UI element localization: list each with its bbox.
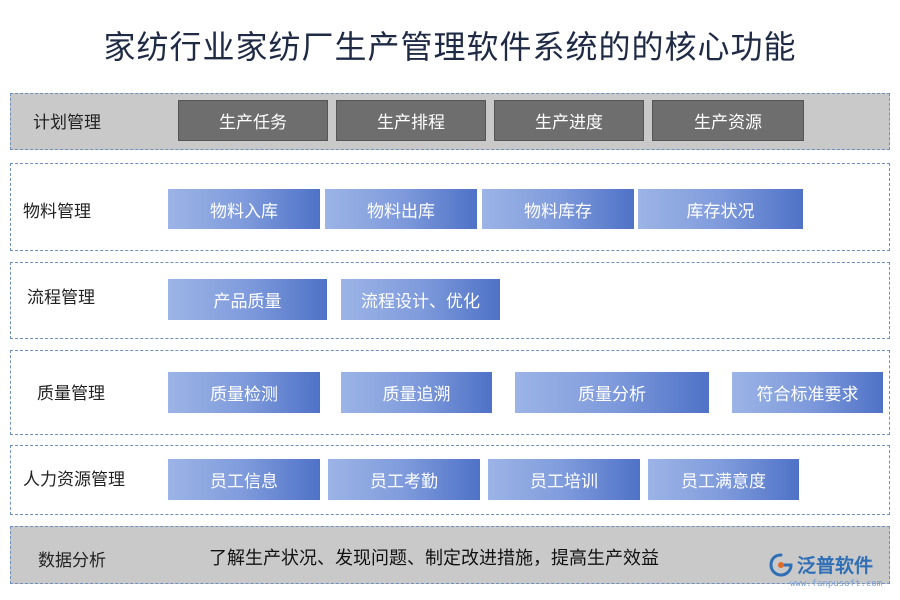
row-label-process: 流程管理 — [27, 288, 95, 308]
row-label-material: 物料管理 — [23, 202, 91, 222]
chip-material-outbound: 物料出库 — [325, 189, 477, 229]
chip-quality-inspection: 质量检测 — [168, 372, 320, 413]
chip-process-design: 流程设计、优化 — [341, 279, 500, 320]
row-label-plan: 计划管理 — [33, 113, 101, 133]
row-quality-management: 质量管理 质量检测 质量追溯 质量分析 符合标准要求 — [10, 350, 890, 435]
logo-text: 泛普软件 — [797, 555, 874, 577]
row-label-data-analysis: 数据分析 — [38, 551, 106, 571]
row-data-analysis: 数据分析 了解生产状况、发现问题、制定改进措施，提高生产效益 — [10, 526, 890, 584]
data-analysis-summary: 了解生产状况、发现问题、制定改进措施，提高生产效益 — [209, 548, 659, 569]
row-process-management: 流程管理 产品质量 流程设计、优化 — [10, 262, 890, 339]
chip-production-scheduling: 生产排程 — [336, 100, 486, 141]
row-material-management: 物料管理 物料入库 物料出库 物料库存 库存状况 — [10, 163, 890, 251]
chip-employee-training: 员工培训 — [488, 459, 640, 500]
chip-employee-attendance: 员工考勤 — [328, 459, 480, 500]
chip-standard-compliance: 符合标准要求 — [732, 372, 883, 413]
chip-production-resources: 生产资源 — [652, 100, 804, 141]
chip-inventory-status: 库存状况 — [638, 189, 803, 229]
chip-quality-analysis: 质量分析 — [515, 372, 709, 413]
logo-icon — [769, 553, 793, 577]
page-title: 家纺行业家纺厂生产管理软件系统的的核心功能 — [103, 28, 797, 66]
chip-material-inventory: 物料库存 — [482, 189, 634, 229]
chip-quality-traceability: 质量追溯 — [341, 372, 492, 413]
chip-product-quality: 产品质量 — [168, 279, 327, 320]
chip-employee-satisfaction: 员工满意度 — [648, 459, 799, 500]
logo-url: www.fanpusoft.com — [790, 579, 883, 589]
brand-logo: 泛普软件 — [768, 551, 873, 578]
chip-production-progress: 生产进度 — [494, 100, 644, 141]
chip-material-inbound: 物料入库 — [168, 189, 320, 229]
row-label-quality: 质量管理 — [37, 384, 105, 404]
chip-production-task: 生产任务 — [178, 100, 328, 141]
row-hr-management: 人力资源管理 员工信息 员工考勤 员工培训 员工满意度 — [10, 445, 890, 515]
chip-employee-info: 员工信息 — [168, 459, 320, 500]
row-label-hr: 人力资源管理 — [23, 470, 125, 490]
row-plan-management: 计划管理 生产任务 生产排程 生产进度 生产资源 — [10, 93, 890, 150]
